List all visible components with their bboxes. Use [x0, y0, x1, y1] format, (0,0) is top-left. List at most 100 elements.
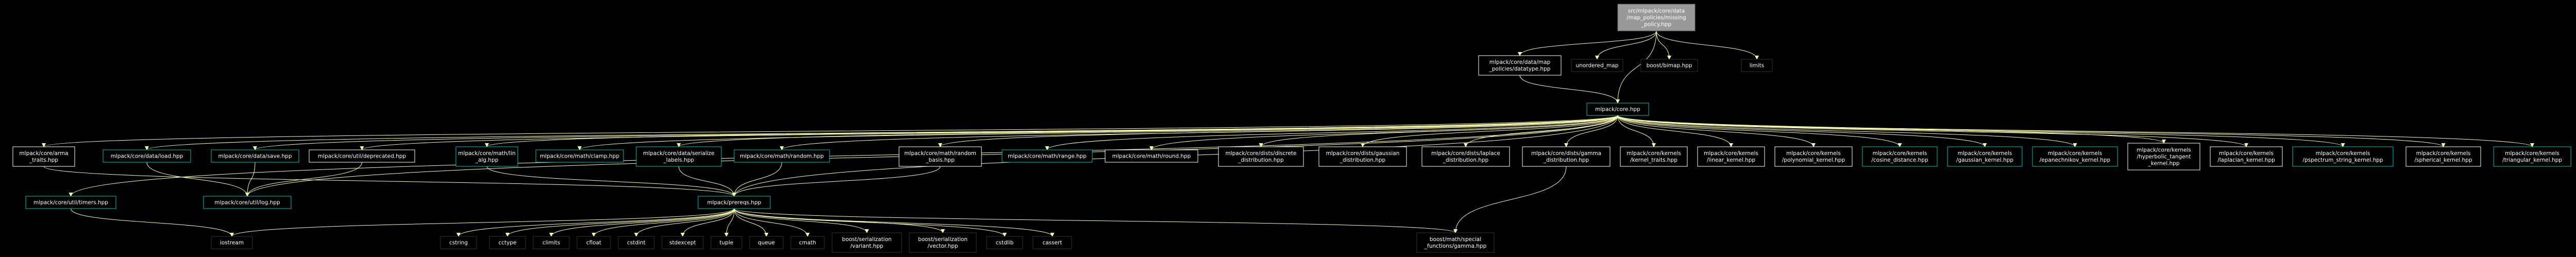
node-log[interactable]: mlpack/core/util/log.hpp: [203, 196, 292, 209]
node-label-line: boost/serialization: [842, 236, 891, 243]
node-root[interactable]: src/mlpack/core/data/map_policies/missin…: [1617, 4, 1696, 31]
edge-random_basis-to-prereqs: [732, 166, 941, 197]
node-gaussian_dist[interactable]: mlpack/core/dists/gaussian_distribution.…: [1318, 146, 1407, 167]
dependency-nodes: src/mlpack/core/data/map_policies/missin…: [12, 4, 2571, 253]
node-box: [1421, 146, 1510, 167]
edge-root-to-unordered_map: [1595, 30, 1657, 60]
node-pspectrum[interactable]: mlpack/core/kernels/pspectrum_string_ker…: [2292, 146, 2394, 167]
node-save[interactable]: mlpack/core/data/save.hpp: [211, 149, 299, 163]
node-box: [203, 196, 292, 209]
node-random[interactable]: mlpack/core/math/random.hpp: [734, 149, 830, 163]
node-box: [1002, 149, 1093, 163]
node-box: [662, 236, 704, 249]
node-laplacian[interactable]: mlpack/core/kernels/laplacian_kernel.hpp: [2210, 146, 2283, 167]
node-label-line: _basis.hpp: [925, 157, 955, 163]
edge-core-to-arma_traits: [42, 115, 1618, 147]
node-clamp[interactable]: mlpack/core/math/clamp.hpp: [535, 149, 624, 163]
node-datatype[interactable]: mlpack/core/data/map_policies/datatype.h…: [1478, 55, 1562, 76]
node-core[interactable]: mlpack/core.hpp: [1586, 102, 1649, 116]
node-box: [2032, 146, 2118, 167]
node-box: [535, 149, 624, 163]
edge-core-to-lin_alg: [485, 115, 1618, 147]
node-box: [103, 149, 191, 163]
node-box: [1617, 4, 1696, 31]
node-random_basis[interactable]: mlpack/core/math/random_basis.hpp: [899, 146, 982, 167]
node-box: [2405, 146, 2481, 167]
node-label-line: /epanechnikov_kernel.hpp: [2040, 157, 2111, 163]
node-prereqs[interactable]: mlpack/prereqs.hpp: [698, 196, 771, 209]
node-box: [710, 236, 742, 249]
node-label-line: mlpack/core/kernels: [2416, 150, 2471, 157]
node-label-line: mlpack/core/dists/discrete: [1225, 150, 1296, 157]
node-hyperbolic[interactable]: mlpack/core/kernels/hyperbolic_tangent_k…: [2127, 143, 2200, 170]
node-serialize[interactable]: mlpack/core/data/serialize_labels.hpp: [636, 146, 722, 167]
node-box: [1862, 146, 1938, 167]
node-polynomial[interactable]: mlpack/core/kernels/polynomial_kernel.hp…: [1774, 146, 1853, 167]
node-box: [1774, 146, 1853, 167]
node-triangular[interactable]: mlpack/core/kernels/triangular_kernel.hp…: [2493, 146, 2571, 167]
node-load[interactable]: mlpack/core/data/load.hpp: [103, 149, 191, 163]
node-box: [2292, 146, 2394, 167]
edge-deprecated-to-log: [245, 162, 362, 197]
node-discrete[interactable]: mlpack/core/dists/discrete_distribution.…: [1218, 146, 1304, 167]
node-timers[interactable]: mlpack/core/util/timers.hpp: [25, 196, 116, 209]
node-kernel_traits[interactable]: mlpack/core/kernels/kernel_traits.hpp: [1620, 146, 1688, 167]
node-label-line: iostream: [220, 240, 244, 246]
node-deprecated[interactable]: mlpack/core/util/deprecated.hpp: [309, 149, 415, 163]
edge-core-to-epanechnikov: [1617, 115, 2077, 147]
node-label-line: mlpack/core/data/map: [1489, 59, 1551, 65]
node-label-line: /spherical_kernel.hpp: [2414, 157, 2472, 163]
edge-core-to-laplacian: [1617, 115, 2248, 147]
node-label-line: _labels.hpp: [663, 157, 694, 163]
node-epanechnikov[interactable]: mlpack/core/kernels/epanechnikov_kernel.…: [2032, 146, 2118, 167]
node-label-line: cfloat: [586, 240, 601, 246]
node-box: [636, 146, 722, 167]
edge-prereqs-to-climits: [549, 208, 735, 237]
edge-prereqs-to-gamma_special: [734, 208, 1458, 233]
node-label-line: mlpack/prereqs.hpp: [707, 200, 761, 206]
node-box: [1586, 102, 1649, 116]
node-spherical[interactable]: mlpack/core/kernels/spherical_kernel.hpp: [2405, 146, 2481, 167]
node-ser_variant: boost/serialization/variant.hpp: [832, 232, 902, 253]
node-box: [211, 149, 299, 163]
node-label-line: cstdlib: [996, 240, 1014, 246]
node-unordered_map: unordered_map: [1571, 59, 1623, 72]
edge-lin_alg-to-prereqs: [486, 166, 736, 197]
node-label-line: cstring: [449, 240, 468, 246]
node-arma_traits[interactable]: mlpack/core/arma_traits.hpp: [12, 146, 75, 167]
edge-prereqs-to-stdexcept: [681, 208, 735, 237]
node-gaussian_kernel[interactable]: mlpack/core/kernels/gaussian_kernel.hpp: [1947, 146, 2023, 167]
node-label-line: _distribution.hpp: [1340, 157, 1386, 163]
node-label-line: mlpack/core/kernels: [2316, 150, 2370, 157]
node-label-line: mlpack/core/util/timers.hpp: [33, 200, 108, 206]
edge-random-to-prereqs: [732, 162, 782, 197]
edge-core-to-gaussian_dist: [1361, 115, 1618, 147]
edge-core-to-clamp: [578, 115, 1618, 150]
node-label-line: /hyperbolic_tangent: [2137, 154, 2191, 160]
node-label-line: mlpack/core.hpp: [1595, 107, 1640, 113]
node-range[interactable]: mlpack/core/math/range.hpp: [1002, 149, 1093, 163]
node-linear_kernel[interactable]: mlpack/core/kernels/linear_kernel.hpp: [1697, 146, 1765, 167]
node-cosine[interactable]: mlpack/core/kernels/cosine_distance.hpp: [1862, 146, 1938, 167]
node-lin_alg[interactable]: mlpack/core/math/lin_alg.hpp: [455, 146, 518, 167]
node-label-line: limits: [1750, 63, 1765, 69]
edge-core-to-triangular: [1617, 115, 2534, 147]
node-label-line: /triangular_kernel.hpp: [2502, 157, 2562, 163]
edge-prereqs-to-iostream: [230, 208, 735, 237]
edge-load-to-log: [146, 162, 249, 197]
node-box: [1105, 149, 1198, 163]
node-gamma_special: boost/math/special_functions/gamma.hpp: [1416, 232, 1495, 253]
node-label-line: _alg.hpp: [475, 157, 499, 163]
node-label-line: _distribution.hpp: [1543, 157, 1589, 163]
node-tuple: tuple: [710, 236, 742, 249]
node-label-line: /linear_kernel.hpp: [1707, 157, 1755, 163]
node-box: [211, 236, 253, 249]
node-gamma_dist[interactable]: mlpack/core/dists/gamma_distribution.hpp: [1522, 146, 1611, 167]
node-laplace[interactable]: mlpack/core/dists/laplace_distribution.h…: [1421, 146, 1510, 167]
node-label-line: mlpack/core/kernels: [1626, 150, 1681, 157]
node-round[interactable]: mlpack/core/math/round.hpp: [1105, 149, 1198, 163]
node-label-line: _policies/datatype.hpp: [1489, 66, 1551, 72]
node-label-line: mlpack/core/kernels: [2048, 150, 2103, 157]
node-label-line: mlpack/core/data/serialize: [643, 150, 715, 157]
